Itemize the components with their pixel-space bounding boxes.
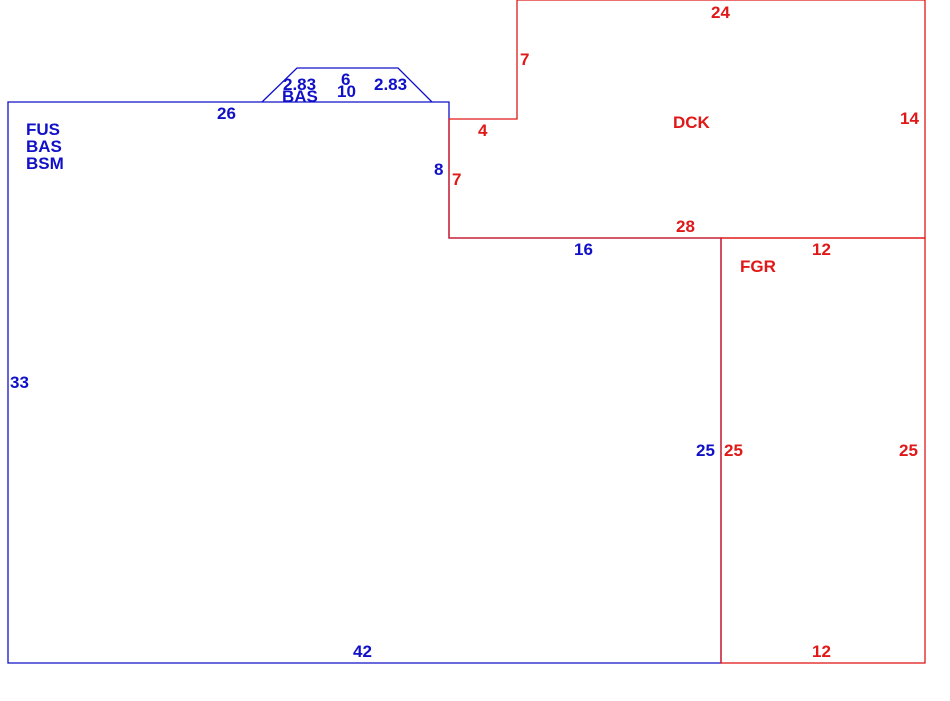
- dim-main-right-upper: 8: [434, 160, 444, 179]
- dim-deck-top: 24: [711, 3, 730, 22]
- deck-area-code: DCK: [673, 113, 710, 132]
- main-area-code-bas: BAS: [26, 137, 62, 156]
- dim-main-left: 33: [10, 373, 29, 392]
- dim-deck-right: 14: [900, 109, 919, 128]
- dim-main-step: 16: [574, 240, 593, 259]
- dim-garage-right: 25: [899, 441, 918, 460]
- dim-main-bottom: 42: [353, 642, 372, 661]
- main-area-code-fus: FUS: [26, 120, 60, 139]
- bay-side-right: 2.83: [374, 75, 408, 94]
- bay-area-code: BAS: [282, 87, 318, 106]
- dim-deck-left-upper: 7: [520, 50, 530, 69]
- dim-deck-left-lower: 7: [452, 170, 462, 189]
- bay-side-top: 6: [341, 70, 351, 89]
- main-area-code-bsm: BSM: [26, 154, 64, 173]
- dim-deck-step: 4: [478, 121, 488, 140]
- dim-main-right-lower: 25: [696, 441, 715, 460]
- bay-side-left: 2.83: [283, 75, 317, 94]
- dim-garage-top: 12: [812, 240, 831, 259]
- bay-window-outline: [261, 67, 433, 103]
- dim-garage-left: 25: [724, 441, 743, 460]
- main-area-outline: [7, 101, 722, 664]
- garage-outline: [720, 237, 926, 664]
- dim-deck-bottom: 28: [676, 217, 695, 236]
- dim-main-top: 26: [217, 104, 236, 123]
- bay-base: 10: [337, 82, 356, 101]
- dim-garage-bottom: 12: [812, 642, 831, 661]
- garage-area-code: FGR: [740, 257, 776, 276]
